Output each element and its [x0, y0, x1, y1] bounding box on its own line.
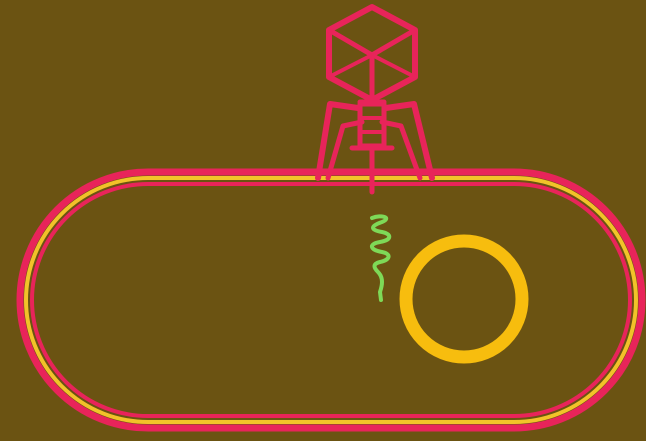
background — [0, 0, 646, 441]
phage-infection-diagram — [0, 0, 646, 441]
diagram-canvas — [0, 0, 646, 441]
